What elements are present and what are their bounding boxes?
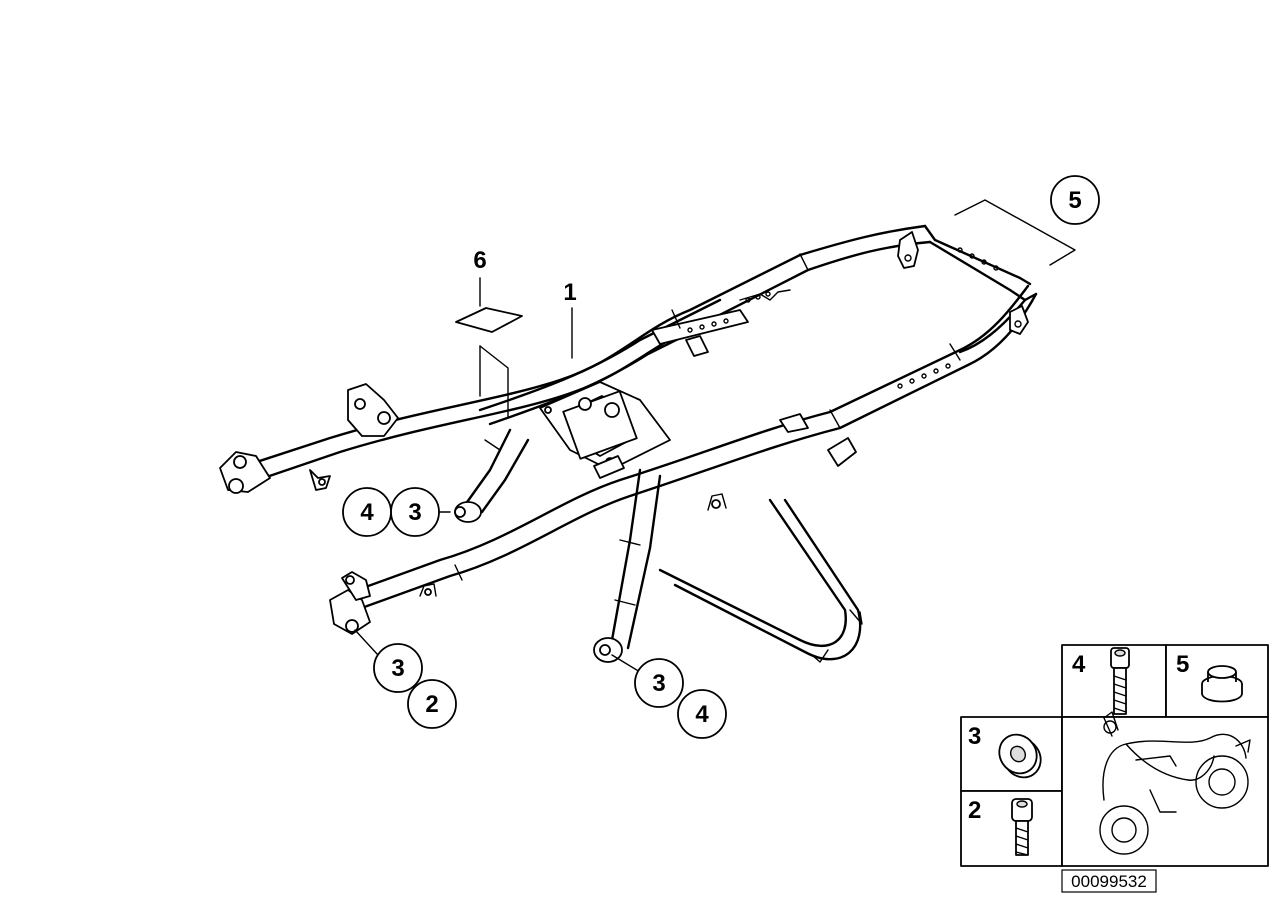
callout-2-label: 2 — [425, 691, 438, 718]
callout-5-circle — [1050, 175, 1100, 225]
reference-number: 00099532 — [1061, 869, 1157, 893]
parts-legend: 4 5 3 2 — [960, 644, 1269, 867]
callout-3-lower-left-label: 3 — [391, 655, 404, 682]
callout-4-upper-label: 4 — [360, 499, 374, 526]
grommet-icon — [1201, 665, 1243, 703]
callout-3-lower-right-circle — [634, 658, 684, 708]
callout-3-lower-left-circle — [373, 643, 423, 693]
label-plate-part-6 — [455, 307, 523, 333]
callout-2-circle — [407, 679, 457, 729]
callout-6: 6 — [473, 247, 486, 274]
legend-label-3: 3 — [968, 723, 981, 750]
callout-3-upper-circle — [390, 487, 440, 537]
callout-4-lower: 4 — [677, 689, 727, 739]
callout-1: 1 — [563, 279, 576, 306]
callout-6-label: 6 — [473, 247, 486, 274]
legend-label-4: 4 — [1072, 651, 1086, 678]
callout-5: 5 — [1050, 175, 1100, 225]
rear-frame-illustration — [219, 224, 1038, 663]
callout-4-upper: 4 — [342, 487, 392, 537]
leader-lines — [354, 199, 1076, 673]
callout-2: 2 — [407, 679, 457, 729]
screw-icon — [1011, 798, 1033, 856]
callout-3-lower-right: 3 — [634, 658, 684, 708]
legend-label-2: 2 — [968, 797, 981, 824]
callout-3-lower-right-label: 3 — [652, 670, 665, 697]
legend-label-5: 5 — [1176, 651, 1189, 678]
callout-3-upper: 3 — [390, 487, 440, 537]
callout-5-label: 5 — [1068, 187, 1081, 214]
callout-4-lower-circle — [677, 689, 727, 739]
bolt-icon — [1110, 647, 1130, 715]
callout-3-upper-label: 3 — [408, 499, 421, 526]
callout-3-lower-left: 3 — [373, 643, 423, 693]
callout-1-label: 1 — [563, 279, 576, 306]
motorcycle-icon — [1099, 711, 1251, 855]
callout-4-lower-label: 4 — [695, 701, 709, 728]
reference-number-text: 00099532 — [1071, 872, 1147, 891]
bushing-icon — [998, 733, 1042, 779]
